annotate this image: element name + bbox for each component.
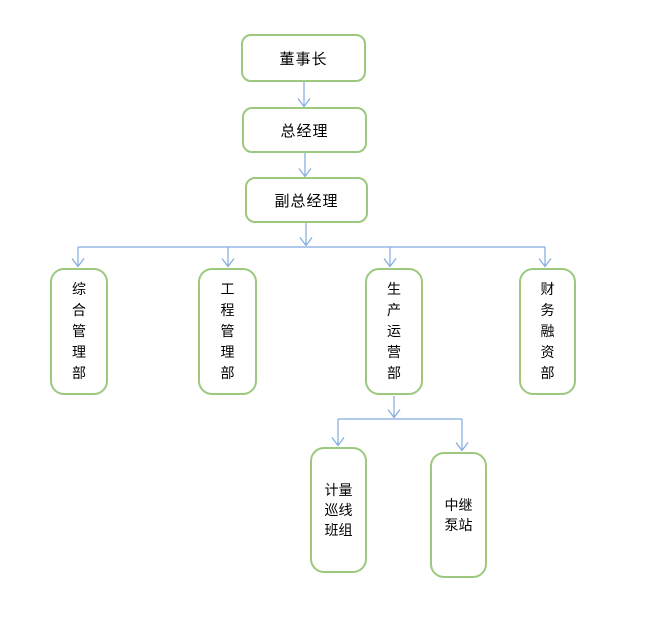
drop-arrow-dept1 — [71, 247, 85, 268]
node-chairman-label: 董事长 — [279, 50, 328, 68]
drop-arrow-dept3 — [383, 247, 397, 268]
node-relay-pump-station: 中继泵站 — [430, 452, 487, 578]
node-general-manager-label: 总经理 — [280, 122, 329, 140]
node-team-metering-line-patrol-label: 计量巡线班组 — [324, 482, 353, 538]
drop-arrow-dept2 — [221, 247, 235, 268]
edge-dgm-bus-arrow — [299, 223, 313, 247]
node-chairman: 董事长 — [241, 34, 366, 82]
node-general-manager: 总经理 — [242, 107, 367, 153]
node-dept-production-operations: 生产运营部 — [365, 268, 423, 395]
drop-arrow-sub1 — [331, 419, 345, 447]
drop-arrow-sub2 — [455, 419, 469, 452]
node-dept-engineering-management: 工程管理部 — [198, 268, 257, 395]
node-dept-production-operations-label: 生产运营部 — [387, 281, 401, 381]
edge-dept3-subbus-arrow — [387, 396, 401, 419]
node-dept-finance-financing-label: 财务融资部 — [540, 281, 555, 381]
node-deputy-general-manager: 副总经理 — [245, 177, 368, 223]
node-team-metering-line-patrol: 计量巡线班组 — [310, 447, 367, 573]
node-dept-comprehensive-management-label: 综合管理部 — [72, 281, 86, 381]
node-dept-finance-financing: 财务融资部 — [519, 268, 576, 395]
node-dept-engineering-management-label: 工程管理部 — [220, 281, 235, 381]
edge-chairman-gm-arrow — [297, 82, 311, 108]
node-dept-comprehensive-management: 综合管理部 — [50, 268, 108, 395]
node-relay-pump-station-label: 中继泵站 — [444, 497, 473, 533]
edge-gm-dgm-arrow — [298, 153, 312, 178]
node-deputy-general-manager-label: 副总经理 — [274, 192, 339, 210]
drop-arrow-dept4 — [538, 247, 552, 268]
